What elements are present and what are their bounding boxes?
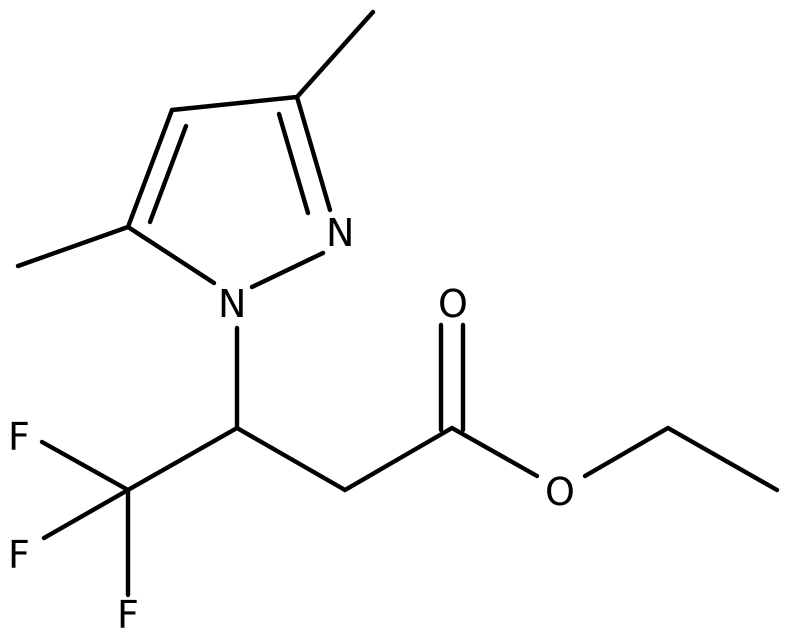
bond-c3-methyl	[294, 9, 376, 100]
atom-f2: F	[8, 533, 30, 577]
bond-c4-c3	[169, 94, 300, 113]
bond-n2-n1	[249, 250, 326, 290]
bond-c5-methyl	[15, 224, 131, 269]
bond-oester-ch2	[582, 425, 671, 479]
atom-o-carbonyl: O	[438, 282, 468, 326]
bond-ccarbonyl-oester	[449, 425, 540, 479]
bond-c3-n2-inner	[276, 111, 311, 216]
atom-f3: F	[117, 593, 139, 637]
bond-ch2-ch3	[665, 425, 780, 493]
atom-n1: N	[218, 282, 246, 326]
atom-o-ester: O	[545, 470, 575, 514]
bond-cchiral-cf3	[125, 425, 240, 493]
bond-n1-c5	[125, 224, 217, 286]
atom-n2: N	[326, 211, 354, 255]
atom-f1: F	[8, 415, 30, 459]
bond-cf3-f1	[39, 439, 131, 493]
bond-c5-c4	[125, 107, 175, 230]
bond-ch2-ccarbonyl	[342, 425, 455, 493]
bond-cchiral-ch2	[234, 425, 348, 493]
bond-c3-n2	[294, 94, 333, 213]
bond-cf3-f2	[41, 487, 131, 541]
bond-c5-c4-inner	[147, 123, 189, 225]
